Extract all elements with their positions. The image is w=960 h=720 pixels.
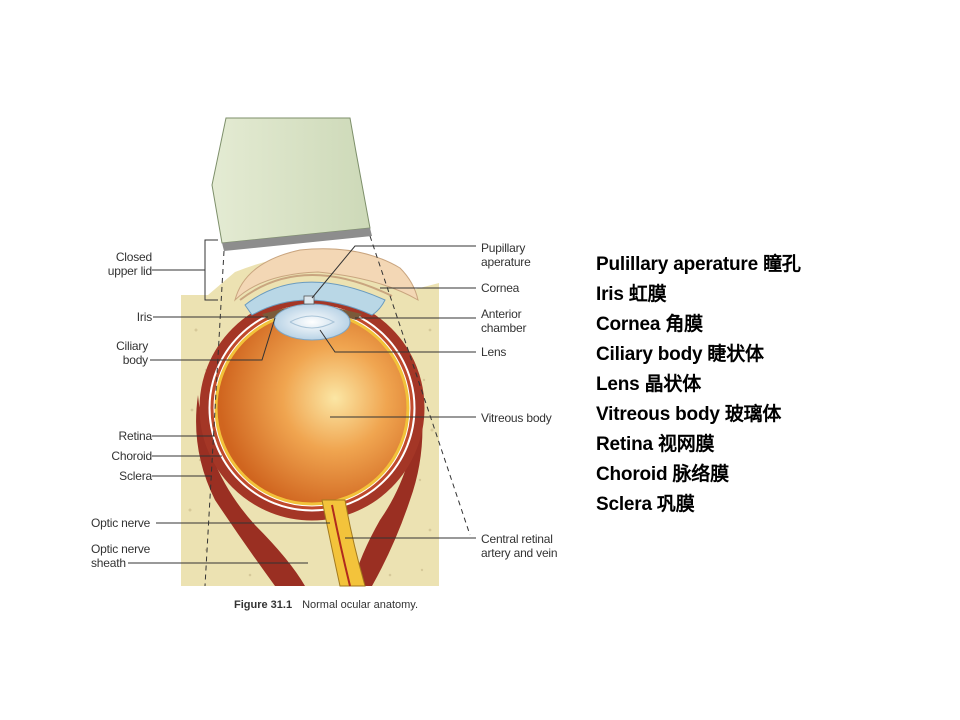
figure-caption: Figure 31.1 Normal ocular anatomy. xyxy=(234,599,418,611)
term-retina: Retina 视网膜 xyxy=(596,434,715,455)
label-cornea: Cornea xyxy=(481,281,520,295)
caption-text: Normal ocular anatomy. xyxy=(302,599,419,611)
term-list: Pulillary aperature 瞳孔 Iris 虹膜 Cornea 角膜… xyxy=(596,250,801,520)
conjunctiva xyxy=(239,274,393,301)
bone-texture xyxy=(188,328,434,577)
caption-number: Figure 31.1 xyxy=(234,599,293,611)
lens xyxy=(273,303,351,341)
label-pupillary-aperature: Pupillary aperature xyxy=(481,241,531,269)
beam-right xyxy=(369,235,471,536)
central-retinal-vessel xyxy=(331,504,351,587)
leader-lines-left xyxy=(128,269,330,564)
term-pupillary-aperature: Pulillary aperature 瞳孔 xyxy=(596,254,801,275)
label-retina: Retina xyxy=(118,429,153,443)
term-choroid: Choroid 脉络膜 xyxy=(596,464,729,485)
label-optic-nerve: Optic nerve xyxy=(91,516,151,530)
label-ciliary-body: Ciliary body xyxy=(116,339,148,367)
term-ciliary-body: Ciliary body 睫状体 xyxy=(596,344,764,365)
muscle-left xyxy=(196,395,305,586)
label-lens: Lens xyxy=(481,345,507,359)
retina xyxy=(214,310,410,506)
leader-lines-right xyxy=(311,245,476,539)
upper-lid xyxy=(234,248,419,302)
term-cornea: Cornea 角膜 xyxy=(596,314,703,335)
beam-left xyxy=(204,250,225,587)
probe-face xyxy=(222,228,372,251)
pupillary-aperture xyxy=(303,295,315,305)
ultrasound-probe xyxy=(211,117,371,244)
term-vitreous-body: Vitreous body 玻璃体 xyxy=(596,404,782,425)
optic-nerve xyxy=(321,499,366,587)
label-anterior-chamber: Anterior chamber xyxy=(481,307,527,335)
label-closed-upper-lid: Closed upper lid xyxy=(107,250,152,278)
label-optic-nerve-sheath: Optic nerve sheath xyxy=(91,542,151,570)
term-lens: Lens 晶状体 xyxy=(596,374,702,395)
label-sclera: Sclera xyxy=(119,469,152,483)
label-central-retinal: Central retinal artery and vein xyxy=(481,532,558,560)
cornea xyxy=(244,281,386,316)
term-iris: Iris 虹膜 xyxy=(596,284,667,305)
label-choroid: Choroid xyxy=(111,449,152,463)
label-vitreous-body: Vitreous body xyxy=(481,411,552,425)
term-sclera: Sclera 巩膜 xyxy=(596,494,695,515)
label-iris: Iris xyxy=(136,310,152,324)
